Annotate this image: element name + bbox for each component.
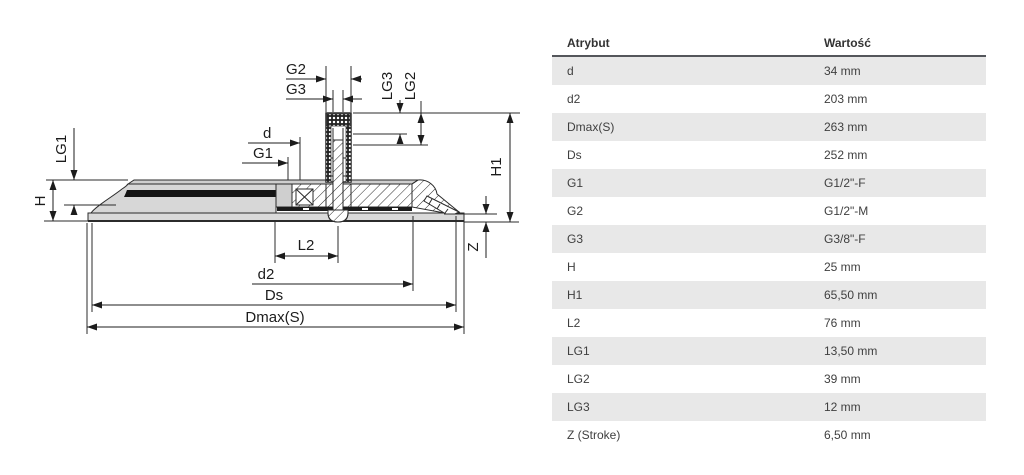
table-row: d2 203 mm (552, 85, 986, 113)
attribute-cell: G2 (567, 204, 584, 218)
table-row: LG2 39 mm (552, 365, 986, 393)
table-row: LG1 13,50 mm (552, 337, 986, 365)
attribute-cell: L2 (567, 316, 581, 330)
attribute-cell: LG1 (567, 344, 590, 358)
attribute-cell: H1 (567, 288, 583, 302)
dim-label-z: Z (465, 242, 482, 251)
value-cell: 12 mm (824, 400, 861, 414)
dimension-labels: G2 G3 d G1 LG1 H H1 LG3 LG2 Z L2 d2 Ds D… (32, 61, 505, 326)
technical-drawing: G2 G3 d G1 LG1 H H1 LG3 LG2 Z L2 d2 Ds D… (32, 61, 520, 334)
dim-label-lg1: LG1 (53, 135, 70, 163)
value-cell: 65,50 mm (824, 288, 878, 302)
table-row: L2 76 mm (552, 309, 986, 337)
attribute-cell: Ds (567, 148, 582, 162)
value-cell: G1/2"-M (824, 204, 869, 218)
table-row: Z (Stroke) 6,50 mm (552, 421, 986, 449)
attribute-cell: d (567, 64, 574, 78)
table-row: G3 G3/8"-F (552, 225, 986, 253)
dim-label-lg3: LG3 (379, 72, 396, 100)
table-row: H1 65,50 mm (552, 281, 986, 309)
attribute-table: Atrybut Wartość d 34 mm d2 203 mm Dmax(S… (552, 30, 986, 449)
attribute-cell: H (567, 260, 576, 274)
table-row: d 34 mm (552, 57, 986, 85)
dim-label-h: H (32, 196, 49, 207)
table-row: Dmax(S) 263 mm (552, 113, 986, 141)
table-row: H 25 mm (552, 253, 986, 281)
dim-label-g1: G1 (253, 145, 273, 162)
seal-section-square (295, 188, 314, 206)
cup-body (87, 179, 465, 222)
dimension-lines (49, 75, 514, 331)
dim-label-g3: G3 (286, 81, 306, 98)
table-row: G2 G1/2"-M (552, 197, 986, 225)
dim-label-ds: Ds (265, 287, 283, 304)
value-cell: 76 mm (824, 316, 861, 330)
value-cell: 203 mm (824, 92, 868, 106)
attribute-cell: G3 (567, 232, 584, 246)
value-cell: 263 mm (824, 120, 868, 134)
value-cell: 252 mm (824, 148, 868, 162)
value-cell: 25 mm (824, 260, 861, 274)
attribute-cell: Dmax(S) (567, 120, 615, 134)
table-body: d 34 mm d2 203 mm Dmax(S) 263 mm Ds 252 … (552, 57, 986, 449)
table-row: G1 G1/2"-F (552, 169, 986, 197)
value-cell: 6,50 mm (824, 428, 871, 442)
stem-fitting (325, 112, 352, 223)
attribute-cell: LG2 (567, 372, 590, 386)
attribute-cell: LG3 (567, 400, 590, 414)
dim-label-g2: G2 (286, 61, 306, 78)
dim-label-dmax: Dmax(S) (245, 309, 304, 326)
table-row: Ds 252 mm (552, 141, 986, 169)
header-value: Wartość (824, 35, 871, 50)
value-cell: 39 mm (824, 372, 861, 386)
value-cell: G3/8"-F (824, 232, 866, 246)
value-cell: 34 mm (824, 64, 861, 78)
value-cell: 13,50 mm (824, 344, 878, 358)
table-header: Atrybut Wartość (552, 30, 986, 57)
attribute-cell: Z (Stroke) (567, 428, 621, 442)
dim-label-d2: d2 (258, 266, 275, 283)
attribute-cell: G1 (567, 176, 584, 190)
value-cell: G1/2"-F (824, 176, 866, 190)
table-row: LG3 12 mm (552, 393, 986, 421)
dim-label-lg2: LG2 (402, 72, 419, 100)
dim-label-d: d (263, 125, 271, 142)
extension-lines (44, 66, 520, 334)
attribute-cell: d2 (567, 92, 581, 106)
dim-label-l2: L2 (298, 237, 315, 254)
dim-label-h1: H1 (488, 157, 505, 176)
header-attribute: Atrybut (567, 35, 610, 50)
